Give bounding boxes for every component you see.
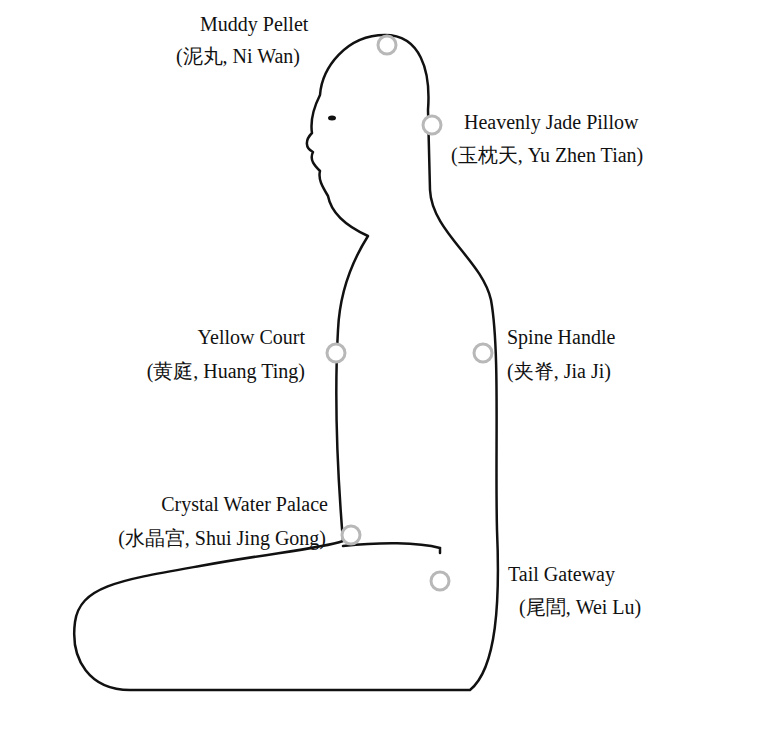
eye	[328, 116, 336, 121]
point-marker	[423, 116, 441, 134]
point-marker	[378, 36, 396, 54]
point-chinese-name: (水晶宫, Shui Jing Gong)	[118, 526, 326, 550]
point-name: Crystal Water Palace	[161, 492, 328, 516]
point-chinese-name: (玉枕天, Yu Zhen Tian)	[451, 143, 643, 167]
point-marker	[342, 526, 360, 544]
point-name: Heavenly Jade Pillow	[464, 110, 638, 134]
point-chinese-name: (尾閭, Wei Lu)	[519, 595, 641, 619]
point-marker	[431, 572, 449, 590]
body-outline	[74, 35, 498, 690]
point-chinese-name: (夹脊, Jia Ji)	[507, 359, 611, 383]
point-name: Spine Handle	[507, 325, 615, 349]
point-chinese-name: (黄庭, Huang Ting)	[147, 359, 305, 383]
lap-line	[343, 543, 440, 553]
point-name: Muddy Pellet	[200, 12, 308, 36]
point-marker	[327, 344, 345, 362]
point-name: Yellow Court	[198, 325, 305, 349]
point-chinese-name: (泥丸, Ni Wan)	[176, 44, 300, 68]
point-marker	[474, 344, 492, 362]
point-name: Tail Gateway	[508, 562, 615, 586]
